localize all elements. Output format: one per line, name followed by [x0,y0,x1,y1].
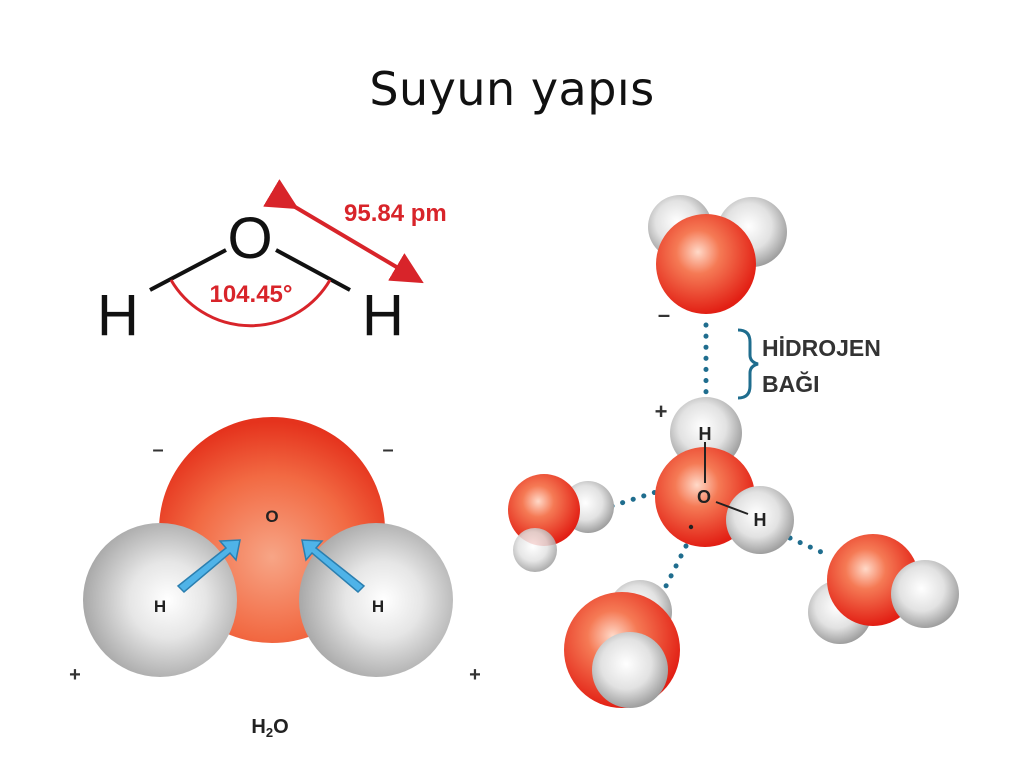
hydrogen-bond-bottom [657,543,689,601]
electron-shift-arrow-right [301,539,366,594]
slide-title: Suyun yapıs [369,62,655,116]
hydrogen-bond-label-line2: BAĞI [762,370,820,397]
water-molecule-center: H O H [655,397,794,554]
formula-o: O [273,716,289,738]
partial-charge-positive-left: + [69,664,81,686]
hydrogen-bond-label-line1: HİDROJEN [762,335,881,361]
bond-angle-arc [169,279,332,328]
electron-shift-arrow-left [176,539,241,594]
bond-angle-label: 104.45° [209,281,292,308]
hydrogen-bond-network: – HİDROJEN BAĞI + [508,195,959,708]
model-hydrogen-right-label: H [372,597,384,616]
center-hydrogen-top-label: H [699,424,712,444]
charge-negative-label: – [658,302,670,327]
molecular-formula-label: H2O [251,716,288,740]
formula-oxygen-label: O [227,206,272,271]
partial-charge-negative-right: – [382,439,393,461]
hydrogen-atom-sphere-left [83,523,237,677]
center-hydrogen-right-sphere [726,486,794,554]
formula-subscript: 2 [266,725,273,740]
bond-line-left [149,248,227,292]
water-molecule-left [508,474,614,572]
water-molecule-bottom [564,580,680,708]
model-hydrogen-left-label: H [154,597,166,616]
hydrogen-bond-right [787,535,833,559]
charge-positive-label: + [655,399,668,424]
model-oxygen-label: O [265,507,278,526]
formula-hydrogen-right-label: H [362,283,404,348]
lone-pair-dot [688,524,694,530]
water-molecule-right [808,534,959,644]
hydrogen-bond-left [609,489,659,509]
hydrogen-bond-brace [737,328,759,400]
formula-hydrogen-left-label: H [97,283,139,348]
formula-h: H [251,716,265,738]
center-oxygen-label: O [697,487,711,507]
center-bond-diagonal [715,501,749,515]
water-molecule-top [648,195,787,314]
partial-charge-positive-right: + [469,664,481,686]
hydrogen-atom-sphere-right [299,523,453,677]
hydrogen-bond-dots [609,322,833,601]
structural-formula: O H H 104.45° 95.84 pm [97,179,447,348]
space-filling-model: O H H – – + + H2O [69,417,481,740]
bond-length-arrow [263,179,424,284]
partial-charge-negative-left: – [152,439,163,461]
bond-length-label: 95.84 pm [344,200,447,227]
center-hydrogen-right-label: H [754,510,767,530]
